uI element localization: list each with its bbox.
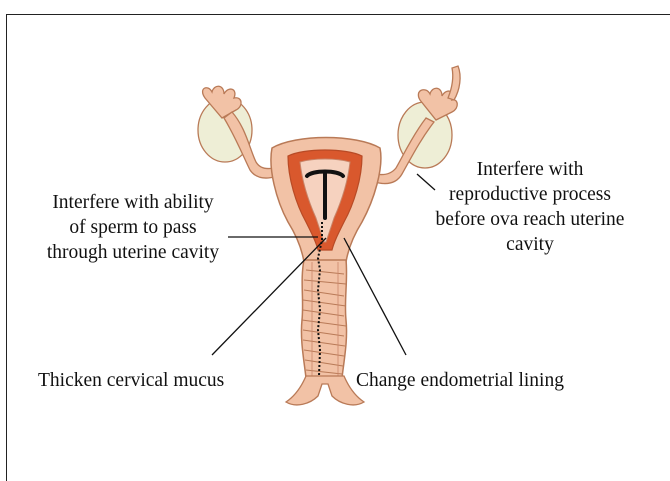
label-ova-line-3: before ova reach uterine	[412, 207, 648, 232]
label-cervical-mucus: Thicken cervical mucus	[38, 368, 224, 393]
label-sperm-passage: Interfere with ability of sperm to pass …	[22, 190, 244, 265]
label-ova-line-4: cavity	[412, 232, 648, 257]
label-sperm-line-3: through uterine cavity	[22, 240, 244, 265]
label-ova-line-2: reproductive process	[412, 182, 648, 207]
label-sperm-line-2: of sperm to pass	[22, 215, 244, 240]
label-sperm-line-1: Interfere with ability	[22, 190, 244, 215]
vaginal-opening	[286, 376, 364, 405]
right-appendage	[448, 66, 460, 100]
label-ova-line-1: Interfere with	[412, 157, 648, 182]
leader-line-endometrial	[344, 238, 406, 355]
label-reproductive-process: Interfere with reproductive process befo…	[412, 157, 648, 257]
label-endometrial-lining: Change endometrial lining	[356, 368, 564, 393]
